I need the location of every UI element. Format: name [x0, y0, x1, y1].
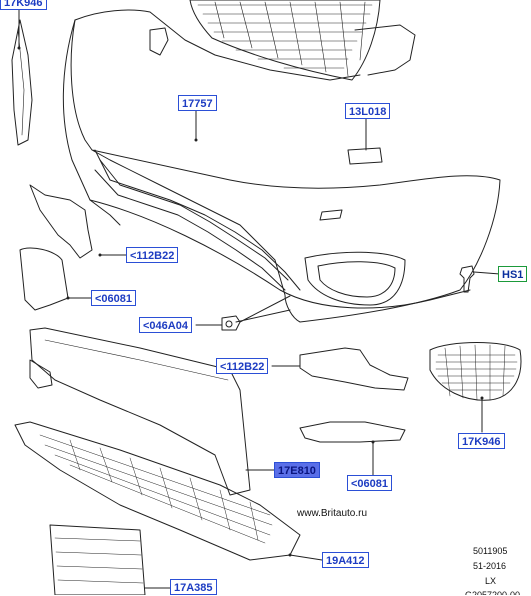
lower-beam — [29, 327, 251, 496]
fog-grille-right — [429, 342, 522, 401]
inner-strip — [94, 149, 301, 291]
air-deflector-right — [299, 421, 406, 443]
ref-number: 5011905 — [473, 546, 508, 556]
side-trim-top — [11, 19, 33, 146]
callout-hs1[interactable]: HS1 — [498, 266, 528, 282]
tow-cover — [347, 147, 383, 165]
callout-06081-left[interactable]: <06081 — [91, 290, 137, 306]
grille-bracket — [354, 24, 416, 76]
center-bracket — [299, 347, 409, 391]
plate-bracket — [49, 524, 146, 595]
callout-17k946-top[interactable]: 17K946 — [0, 0, 47, 10]
ref-code: G2057200-00 — [465, 590, 521, 595]
bumper-lower-lip — [89, 199, 471, 309]
badge — [319, 209, 343, 221]
bumper-top-edge — [74, 9, 361, 81]
bumper-cover — [70, 19, 501, 323]
callout-17k946-right[interactable]: 17K946 — [458, 433, 505, 449]
parking-sensor — [221, 315, 241, 331]
ref-date: 51-2016 — [473, 561, 507, 571]
callout-112b22-left[interactable]: <112B22 — [126, 247, 179, 263]
top-bracket — [149, 27, 169, 56]
retainer-clip — [459, 265, 475, 293]
callout-06081-right[interactable]: <06081 — [347, 475, 393, 491]
bumper-left-side — [62, 19, 121, 226]
callout-19a412[interactable]: 19A412 — [322, 552, 369, 568]
callout-17a385[interactable]: 17A385 — [170, 579, 217, 595]
callout-046a04[interactable]: <046A04 — [139, 317, 192, 333]
lower-grille — [14, 421, 301, 561]
ref-model: LX — [485, 576, 497, 586]
fog-bezel — [304, 251, 406, 306]
callout-17757[interactable]: 17757 — [178, 95, 217, 111]
side-bracket — [29, 184, 93, 259]
air-deflector-left — [19, 247, 69, 311]
upper-grille — [189, 0, 381, 81]
callout-17e810[interactable]: 17E810 — [274, 462, 320, 478]
website-watermark: www.Britauto.ru — [297, 508, 368, 519]
callout-112b22-center[interactable]: <112B22 — [216, 358, 269, 374]
callout-13l018[interactable]: 13L018 — [345, 103, 391, 119]
